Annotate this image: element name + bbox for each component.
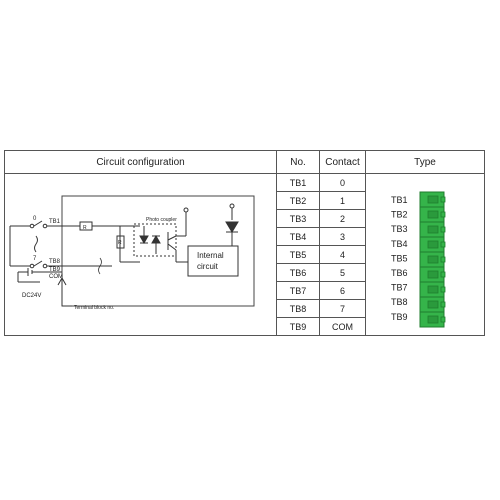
terminal-block-note: Terminal block no. [74,305,114,311]
resistor-symbol [116,235,125,249]
terminal-slot [419,311,446,328]
resistor-label: R [118,240,122,246]
com-label: COM [49,274,63,280]
terminal-slot [419,236,446,253]
internal-circuit-label: Internal [197,251,224,260]
terminal-label: TB9 [391,312,408,322]
row-contact: COM [319,317,366,336]
terminal-slot [419,296,446,313]
led-symbol [225,221,239,233]
photo-coupler-label: Photo coupler [146,217,177,223]
module-outline [61,195,255,307]
header-contact: Contact [319,150,366,174]
terminal-label: TB6 [391,268,408,278]
resistor-label: R [83,225,87,231]
terminal-slot [419,266,446,283]
circuit-diagram-cell [4,173,277,336]
terminal-label: TB3 [391,224,408,234]
tb8-label: TB8 [49,259,61,265]
tb9-label: TB9 [49,267,61,273]
tb1-label: TB1 [49,219,61,225]
header-circuit-configuration: Circuit configuration [4,150,277,174]
input-0-label: 0 [33,216,37,222]
terminal-label: TB5 [391,253,408,263]
internal-circuit-label: circuit [197,262,219,271]
terminal-label: TB1 [391,195,408,205]
terminal-slot [419,191,446,208]
dc24v-label: DC24V [22,293,41,299]
terminal-slot [419,221,446,238]
photo-coupler-outline [133,223,177,257]
input-7-label: 7 [33,256,37,262]
internal-circuit-box [187,245,239,277]
terminal-slot [419,206,446,223]
terminal-label: TB7 [391,283,408,293]
terminal-label: TB4 [391,239,408,249]
terminal-slot [419,281,446,298]
terminal-label: TB2 [391,210,408,220]
terminal-label: TB8 [391,297,408,307]
cable-break-symbol [34,235,38,253]
terminal-slot [419,251,446,268]
header-no: No. [276,150,320,174]
